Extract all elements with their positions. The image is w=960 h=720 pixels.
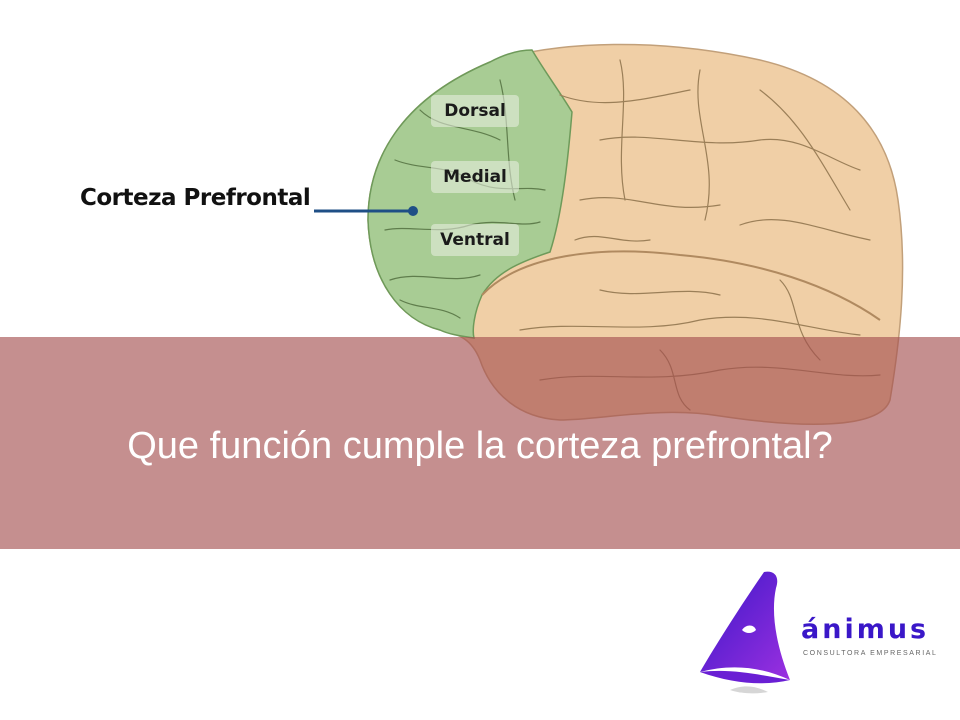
animus-logo-icon — [700, 571, 790, 694]
region-label-medial: Medial — [431, 161, 519, 193]
brain-sulci — [519, 59, 881, 411]
region-label-dorsal: Dorsal — [431, 95, 519, 127]
pointer-dot — [408, 206, 418, 216]
prefrontal-cortex-label: Corteza Prefrontal — [80, 185, 311, 211]
prefrontal-region — [367, 49, 573, 339]
region-label-ventral: Ventral — [431, 224, 519, 256]
brand-name: ánimus — [801, 614, 930, 645]
question-text: Que función cumple la corteza prefrontal… — [127, 425, 833, 467]
brand-tagline: CONSULTORA EMPRESARIAL — [803, 650, 938, 657]
temporal-lobe-outline — [481, 250, 881, 321]
question-banner — [0, 337, 960, 549]
